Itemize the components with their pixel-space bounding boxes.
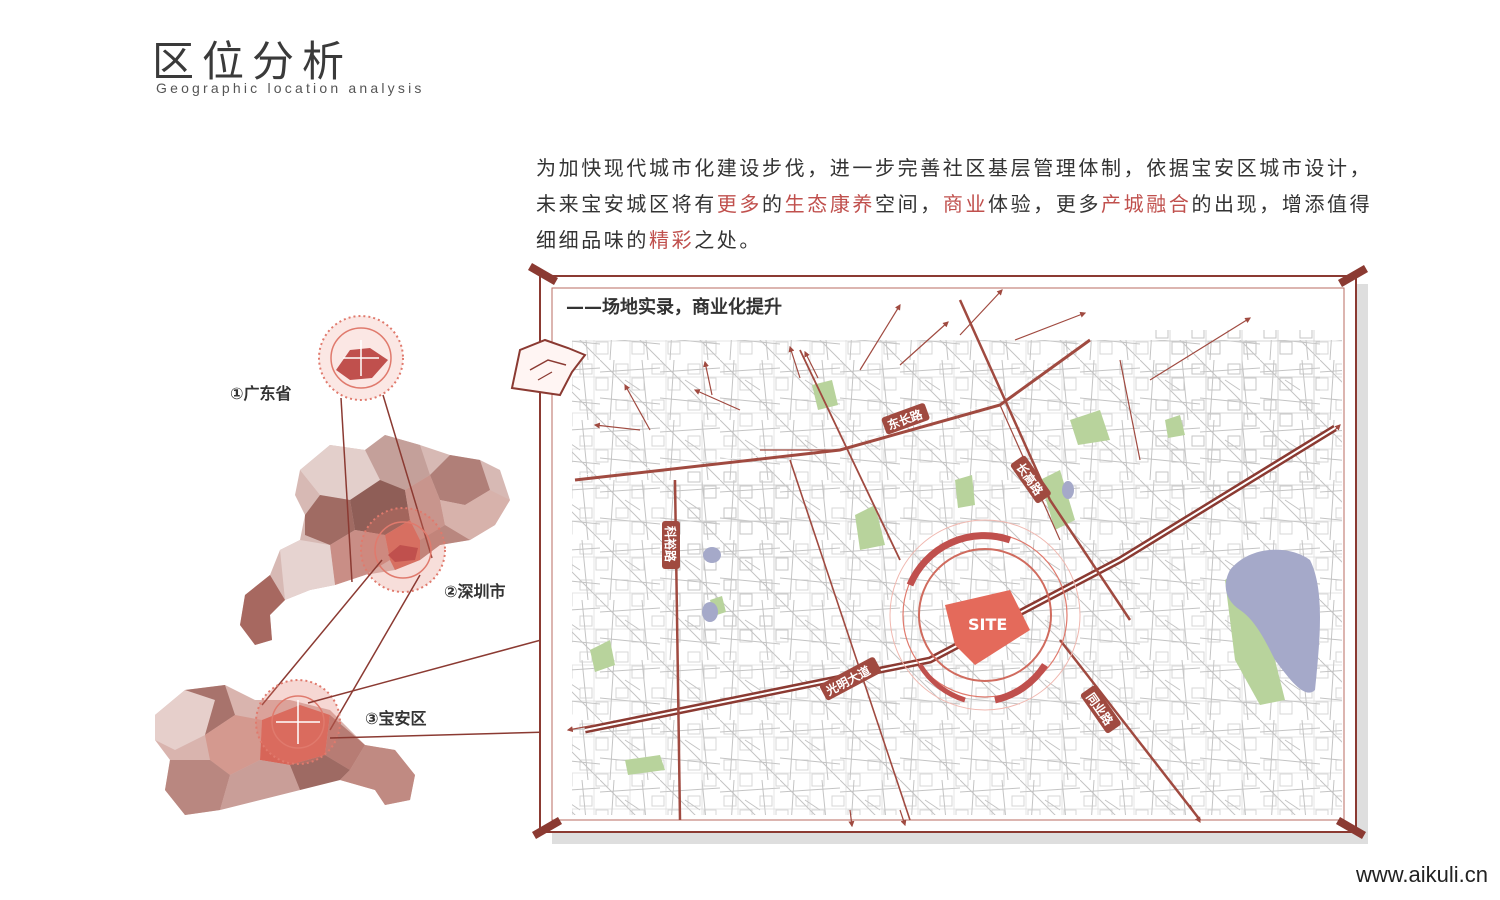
intro-text: 之处。 bbox=[694, 228, 763, 252]
direction-arrows bbox=[566, 289, 1341, 828]
page-subtitle: Geographic location analysis bbox=[156, 80, 425, 96]
road-network bbox=[574, 299, 1337, 821]
intro-text: 的 bbox=[762, 192, 785, 216]
intro-highlight: 生态康养 bbox=[784, 192, 876, 216]
intro-text: 体验，更多 bbox=[988, 192, 1102, 216]
intro-highlight: 产城融合 bbox=[1101, 192, 1192, 216]
district-locator bbox=[255, 679, 341, 765]
road-label: 科裕路 bbox=[663, 526, 678, 563]
province-label: ①广东省 bbox=[230, 384, 292, 403]
province-locator bbox=[318, 315, 404, 401]
city-locator bbox=[360, 507, 446, 593]
site-label: SITE bbox=[968, 615, 1007, 634]
site-target: SITE bbox=[889, 519, 1081, 711]
frame-corner-tabs bbox=[528, 263, 1368, 839]
hand-pin-icon bbox=[510, 338, 587, 397]
intro-highlight: 更多 bbox=[716, 192, 763, 216]
intro-paragraph: 为加快现代城市化建设步伐，进一步完善社区基层管理体制，依据宝安区城市设计，未来宝… bbox=[536, 150, 1376, 258]
intro-text: 的出现，增添值得细细品味的 bbox=[536, 192, 1373, 252]
intro-text: 为加快现代城市化建设步伐，进一步完善社区基层管理体制，依据宝安区城市设计，未来宝… bbox=[536, 156, 1373, 216]
map-heading: ——场地实录，商业化提升 bbox=[566, 296, 782, 318]
intro-text: 空间， bbox=[875, 192, 943, 216]
watermark-text: www.aikuli.cn bbox=[1355, 862, 1488, 887]
intro-highlight: 商业 bbox=[942, 192, 989, 216]
water-bodies bbox=[702, 481, 1320, 693]
district-label: ③宝安区 bbox=[365, 709, 427, 728]
shenzhen-city-map bbox=[155, 685, 415, 815]
page-title: 区位分析 bbox=[152, 37, 353, 86]
intro-highlight: 精彩 bbox=[649, 228, 695, 252]
city-label: ②深圳市 bbox=[444, 582, 506, 601]
site-map-frame: SITE 东长路 长高路 科裕路 光明大道 同业路 bbox=[528, 263, 1368, 844]
